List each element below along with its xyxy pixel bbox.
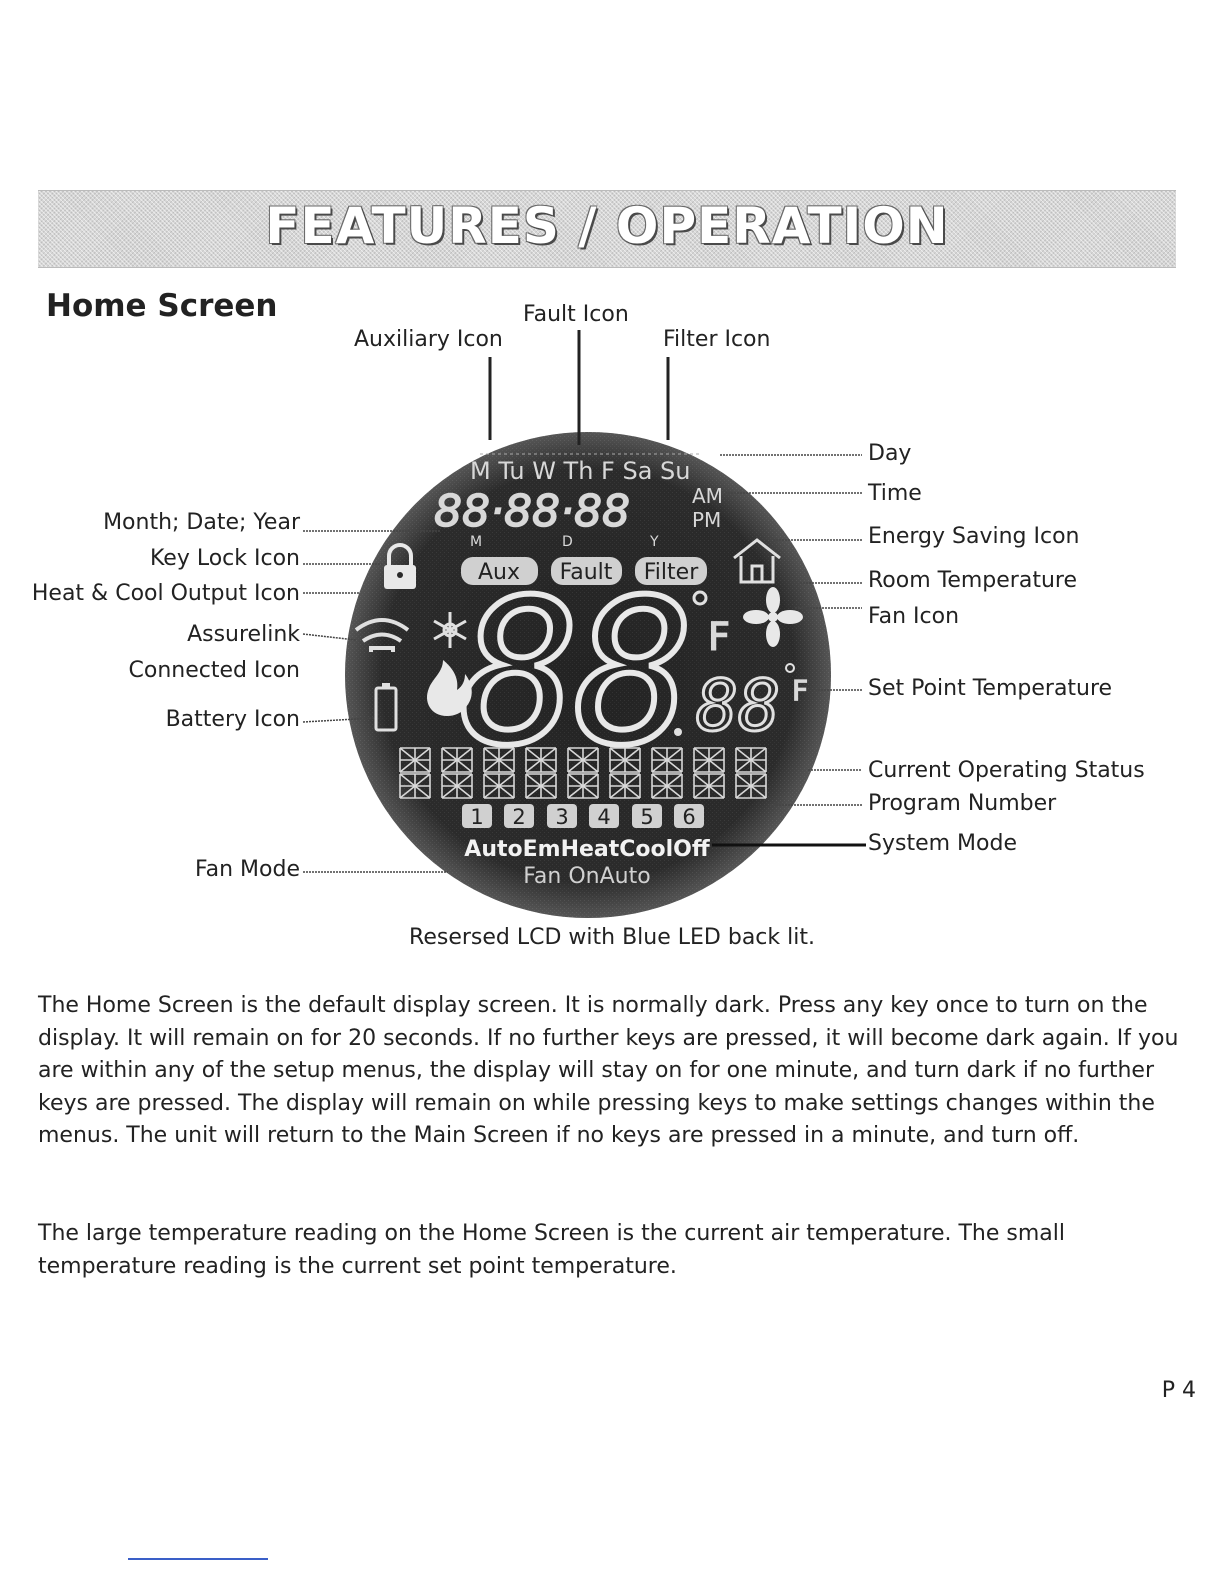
- day-label: Day: [868, 441, 912, 466]
- segment: [483, 747, 515, 773]
- segment: [693, 747, 725, 773]
- segment: [651, 773, 683, 799]
- svg-text:2: 2: [512, 805, 525, 829]
- lcd-clock: 88·88·88: [434, 486, 630, 537]
- room-temperature-label: Room Temperature: [868, 568, 1077, 593]
- segment: [567, 773, 599, 799]
- program-1: 1: [462, 804, 492, 829]
- segment: [735, 747, 767, 773]
- right-leaders: [720, 454, 862, 806]
- segment: [441, 773, 473, 799]
- filter-badge: Filter: [635, 557, 707, 585]
- fault-icon-label: Fault Icon: [523, 302, 629, 327]
- figure-caption: Resersed LCD with Blue LED back lit.: [409, 925, 815, 950]
- aux-badge-label: Aux: [478, 560, 520, 585]
- battery-icon-label: Battery Icon: [165, 707, 300, 732]
- body-paragraph-2: The large temperature reading on the Hom…: [38, 1221, 1066, 1279]
- snowflake-icon: [433, 612, 467, 648]
- heat-cool-output-icon-label: Heat & Cool Output Icon: [31, 581, 300, 606]
- segment: [525, 747, 557, 773]
- lcd-date-m: M: [470, 534, 482, 550]
- segment: [483, 773, 515, 799]
- room-temp-unit: F: [708, 615, 730, 659]
- assurelink-connected-icon: [354, 618, 410, 652]
- fan-icon-label: Fan Icon: [868, 604, 960, 629]
- program-5: 5: [632, 804, 662, 829]
- system-mode-label: System Mode: [868, 831, 1017, 856]
- top-leaders: [488, 330, 670, 445]
- svg-text:3: 3: [555, 805, 568, 829]
- svg-text:4: 4: [597, 805, 610, 829]
- operating-status-segments: [399, 747, 767, 799]
- svg-text:1: 1: [470, 805, 483, 829]
- program-2: 2: [504, 804, 534, 829]
- segment: [525, 773, 557, 799]
- svg-text:6: 6: [682, 805, 695, 829]
- segment: [735, 773, 767, 799]
- auxiliary-icon-label: Auxiliary Icon: [354, 327, 503, 352]
- program-6: 6: [674, 804, 704, 829]
- segment: [441, 747, 473, 773]
- lcd-date-y: Y: [649, 534, 659, 550]
- set-point-temperature: 88: [696, 665, 780, 747]
- connected-icon-label: Connected Icon: [128, 658, 300, 683]
- banner-title: FEATURES / OPERATION: [265, 197, 949, 255]
- program-4: 4: [589, 804, 619, 829]
- section-title: Home Screen: [46, 288, 278, 324]
- fan-icon: [743, 587, 803, 647]
- aux-badge: Aux: [461, 557, 538, 585]
- fan-mode-label: Fan Mode: [195, 857, 300, 882]
- fan-mode-text: Fan OnAuto: [523, 864, 650, 889]
- program-3: 3: [547, 804, 577, 829]
- key-lock-icon: [384, 543, 416, 589]
- lcd-date-d: D: [562, 534, 573, 550]
- set-point-temperature-label: Set Point Temperature: [868, 676, 1113, 701]
- svg-text:5: 5: [640, 805, 653, 829]
- page-number: P 4: [1161, 1378, 1196, 1403]
- segment: [651, 747, 683, 773]
- lcd-am: AM: [692, 484, 723, 508]
- time-label: Time: [868, 481, 922, 506]
- lcd-days: M Tu W Th F Sa Su: [470, 457, 691, 485]
- energy-saving-icon-label: Energy Saving Icon: [868, 524, 1080, 549]
- section-banner: FEATURES / OPERATION: [38, 190, 1176, 268]
- filter-icon-label: Filter Icon: [663, 327, 771, 352]
- month-date-year-label: Month; Date; Year: [103, 510, 300, 535]
- segment: [399, 773, 431, 799]
- battery-icon: [374, 683, 398, 732]
- footer-rule: [128, 1558, 268, 1560]
- program-number-row: 1 2 3 4 5 6: [462, 804, 704, 829]
- program-number-label: Program Number: [868, 791, 1057, 816]
- fault-badge-label: Fault: [560, 560, 613, 585]
- flame-icon: [427, 660, 472, 716]
- key-lock-icon-label: Key Lock Icon: [149, 546, 300, 571]
- assurelink-label: Assurelink: [187, 622, 300, 647]
- segment: [609, 747, 641, 773]
- segment: [609, 773, 641, 799]
- segment: [693, 773, 725, 799]
- left-leaders: [302, 530, 448, 873]
- lcd-pm: PM: [692, 508, 721, 532]
- fault-badge: Fault: [551, 557, 622, 585]
- current-operating-status-label: Current Operating Status: [868, 758, 1145, 783]
- segment: [567, 747, 599, 773]
- system-mode-text: AutoEmHeatCoolOff: [464, 837, 711, 862]
- body-paragraph-1: The Home Screen is the default display s…: [38, 993, 1179, 1148]
- set-temp-unit: F: [792, 674, 808, 707]
- segment: [399, 747, 431, 773]
- filter-badge-label: Filter: [644, 560, 699, 585]
- energy-saving-icon: [733, 538, 781, 584]
